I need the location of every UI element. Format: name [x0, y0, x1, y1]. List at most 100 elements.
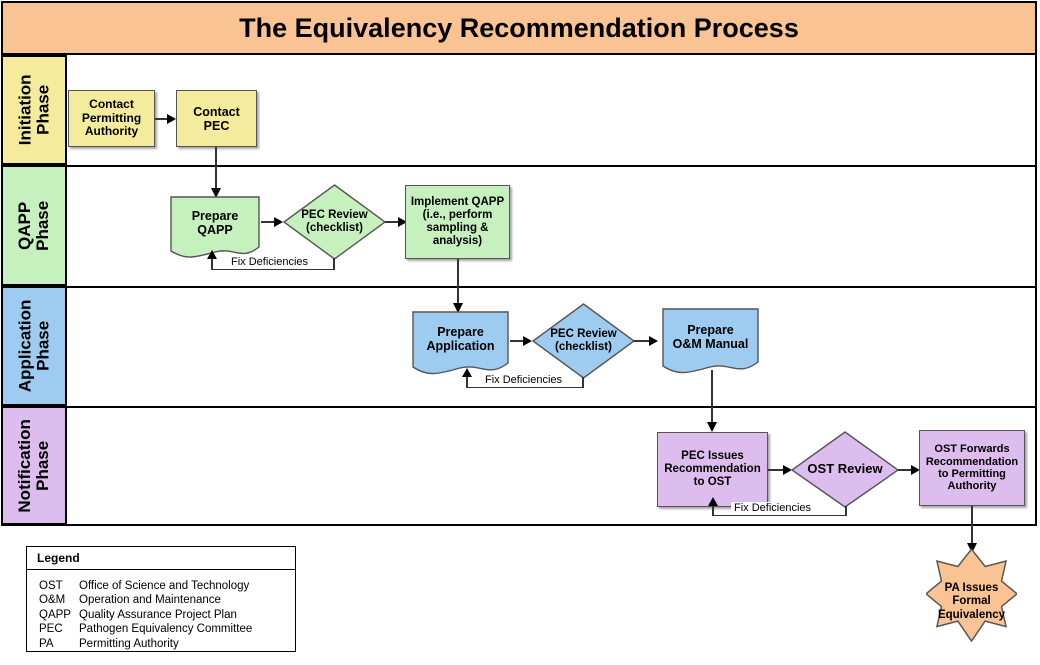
iq-l1: Implement QAPP	[410, 196, 505, 209]
edge-implementqapp-to-prepareapp	[457, 259, 459, 307]
cpec-l2: PEC	[203, 118, 230, 133]
pom-l1: Prepare	[687, 322, 734, 337]
legend-abbr: PEC	[39, 623, 63, 636]
node-prepare-qapp-label: Prepare QAPP	[169, 195, 261, 261]
edge-fix-app-down	[582, 377, 584, 388]
node-implement-qapp[interactable]: Implement QAPP (i.e., perform sampling &…	[405, 185, 510, 259]
pai-l2: Formal	[952, 595, 991, 608]
node-pec-review-application-label: PEC Review (checklist)	[531, 302, 636, 380]
row-separator-2	[67, 286, 1035, 288]
of-l2: Recommendation	[925, 455, 1019, 468]
cpec-l1: Contact	[193, 104, 240, 119]
phase-label-application: Application Phase	[3, 286, 67, 406]
phase-label-notification: Notification Phase	[3, 406, 67, 525]
legend-abbr: OST	[39, 580, 63, 592]
pra-l2: (checklist)	[555, 341, 612, 353]
node-prepare-om-manual[interactable]: Prepare O&M Manual	[661, 307, 760, 377]
node-pec-review-application[interactable]: PEC Review (checklist)	[531, 302, 636, 380]
edge-implementqapp-to-prepareapp-arrowhead	[452, 303, 463, 313]
edge-pecreview-to-implementqapp-arrowhead	[398, 217, 407, 227]
phase-application-line2: Phase	[33, 320, 52, 372]
legend-rows: OST Office of Science and Technology O&M…	[27, 575, 295, 651]
edge-fix-notif-up	[712, 505, 714, 515]
node-pec-issues-recommendation-label: PEC Issues Recommendation to OST	[661, 449, 764, 490]
edge-fix-qapp-arrowhead	[206, 250, 217, 259]
prq-l2: (checklist)	[306, 222, 363, 234]
node-pec-review-qapp-label: PEC Review (checklist)	[282, 183, 387, 261]
node-ost-review[interactable]: OST Review	[790, 430, 900, 509]
edge-prepareapp-to-pecreviewapp	[510, 340, 525, 342]
node-pa-issues-formal-equivalency[interactable]: PA Issues Formal Equivalency	[926, 546, 1017, 658]
edge-fix-notif-across	[712, 514, 846, 517]
phase-label-qapp: QAPP Phase	[3, 165, 67, 286]
node-prepare-qapp[interactable]: Prepare QAPP	[169, 195, 261, 261]
phase-qapp-line1: QAPP	[15, 201, 35, 250]
legend-abbr: QAPP	[39, 608, 71, 621]
phase-qapp-line2: Phase	[33, 200, 52, 251]
legend-definition: Pathogen Equivalency Committee	[79, 623, 253, 636]
node-pec-review-qapp[interactable]: PEC Review (checklist)	[282, 183, 387, 261]
node-ost-forwards-recommendation[interactable]: OST Forwards Recommendation to Permittin…	[919, 430, 1025, 506]
node-implement-qapp-label: Implement QAPP (i.e., perform sampling &…	[408, 195, 507, 249]
prepare-om-manual-shape	[662, 308, 759, 374]
pa-issues-burst-shape	[926, 548, 1017, 643]
or-l1: OST Review	[807, 461, 883, 477]
of-l3: to Permitting	[938, 468, 1006, 480]
legend-definition: Office of Science and Technology	[79, 580, 250, 592]
legend-definition: Quality Assurance Project Plan	[79, 608, 237, 621]
page-title: The Equivalency Recommendation Process	[239, 12, 799, 43]
prq-l1: PEC Review	[301, 208, 368, 221]
node-ost-review-label: OST Review	[790, 430, 900, 509]
edge-cpa-to-cpec-arrowhead	[167, 114, 176, 124]
edge-fix-app-across	[466, 386, 583, 389]
edge-fix-notif-arrowhead	[707, 497, 718, 506]
edge-ostreview-to-ostforwards	[898, 469, 914, 471]
node-pa-issues-formal-equivalency-label: PA Issues Formal Equivalency	[926, 546, 1017, 658]
legend-row: PA Permitting Authority	[27, 637, 295, 651]
phase-label-initiation: Initiation Phase	[3, 55, 67, 165]
edge-cpa-to-cpec	[155, 118, 168, 120]
edge-pecissues-to-ostreview	[768, 469, 785, 471]
pai-l3: Equivalency	[937, 608, 1006, 621]
edge-pecreviewapp-to-prepareom	[634, 340, 652, 342]
edge-prepareapp-to-pecreviewapp-arrowhead	[523, 336, 532, 346]
edge-label-fix-deficiencies-qapp: Fix Deficiencies	[228, 256, 312, 268]
phase-notification-line1: Notification	[15, 418, 35, 513]
node-contact-permitting-authority[interactable]: Contact Permitting Authority	[68, 90, 155, 147]
phase-label-notification-text: Notification Phase	[15, 418, 52, 513]
cpa-l2: Permitting	[81, 110, 142, 125]
edge-fix-app-up	[466, 376, 468, 387]
pa-l1: Prepare	[437, 324, 484, 339]
edge-pecissues-to-ostreview-arrowhead	[783, 465, 792, 475]
pom-l2: O&M Manual	[672, 337, 749, 351]
row-separator-1	[67, 165, 1035, 167]
phase-label-application-text: Application Phase	[15, 300, 52, 393]
pa-l2: Application	[426, 339, 495, 353]
node-ost-forwards-recommendation-label: OST Forwards Recommendation to Permittin…	[923, 442, 1021, 493]
pq-l2: QAPP	[197, 223, 233, 237]
phase-initiation-line1: Initiation	[15, 74, 35, 146]
legend-row: QAPP Quality Assurance Project Plan	[27, 608, 295, 622]
iq-l2: (i.e., perform	[422, 209, 493, 222]
node-prepare-application[interactable]: Prepare Application	[411, 310, 510, 378]
cpa-l3: Authority	[84, 124, 139, 139]
iq-l3: sampling &	[426, 222, 489, 234]
edge-fix-notif-down	[845, 506, 847, 516]
edge-prepareom-to-pecissues-arrowhead	[706, 422, 717, 432]
edge-fix-qapp-down	[333, 258, 335, 270]
legend-row: PEC Pathogen Equivalency Committee	[27, 622, 295, 636]
edge-prepareqapp-to-pecreview-arrowhead	[274, 217, 283, 227]
edge-label-fix-deficiencies-application: Fix Deficiencies	[482, 374, 566, 386]
edge-cpec-to-prepare-qapp-arrowhead	[210, 188, 221, 198]
edge-ostforwards-to-paissues-arrowhead	[966, 543, 977, 553]
edge-fix-qapp-up	[211, 258, 213, 269]
node-contact-pec[interactable]: Contact PEC	[176, 90, 257, 147]
pra-l1: PEC Review	[550, 327, 617, 340]
diagram-title-bar: The Equivalency Recommendation Process	[3, 3, 1035, 55]
legend-title: Legend	[27, 547, 295, 570]
pi-l2: Recommendation	[664, 463, 761, 476]
cpa-l1: Contact	[89, 97, 134, 112]
row-separator-3	[67, 406, 1035, 408]
node-pec-issues-recommendation[interactable]: PEC Issues Recommendation to OST	[657, 432, 768, 507]
